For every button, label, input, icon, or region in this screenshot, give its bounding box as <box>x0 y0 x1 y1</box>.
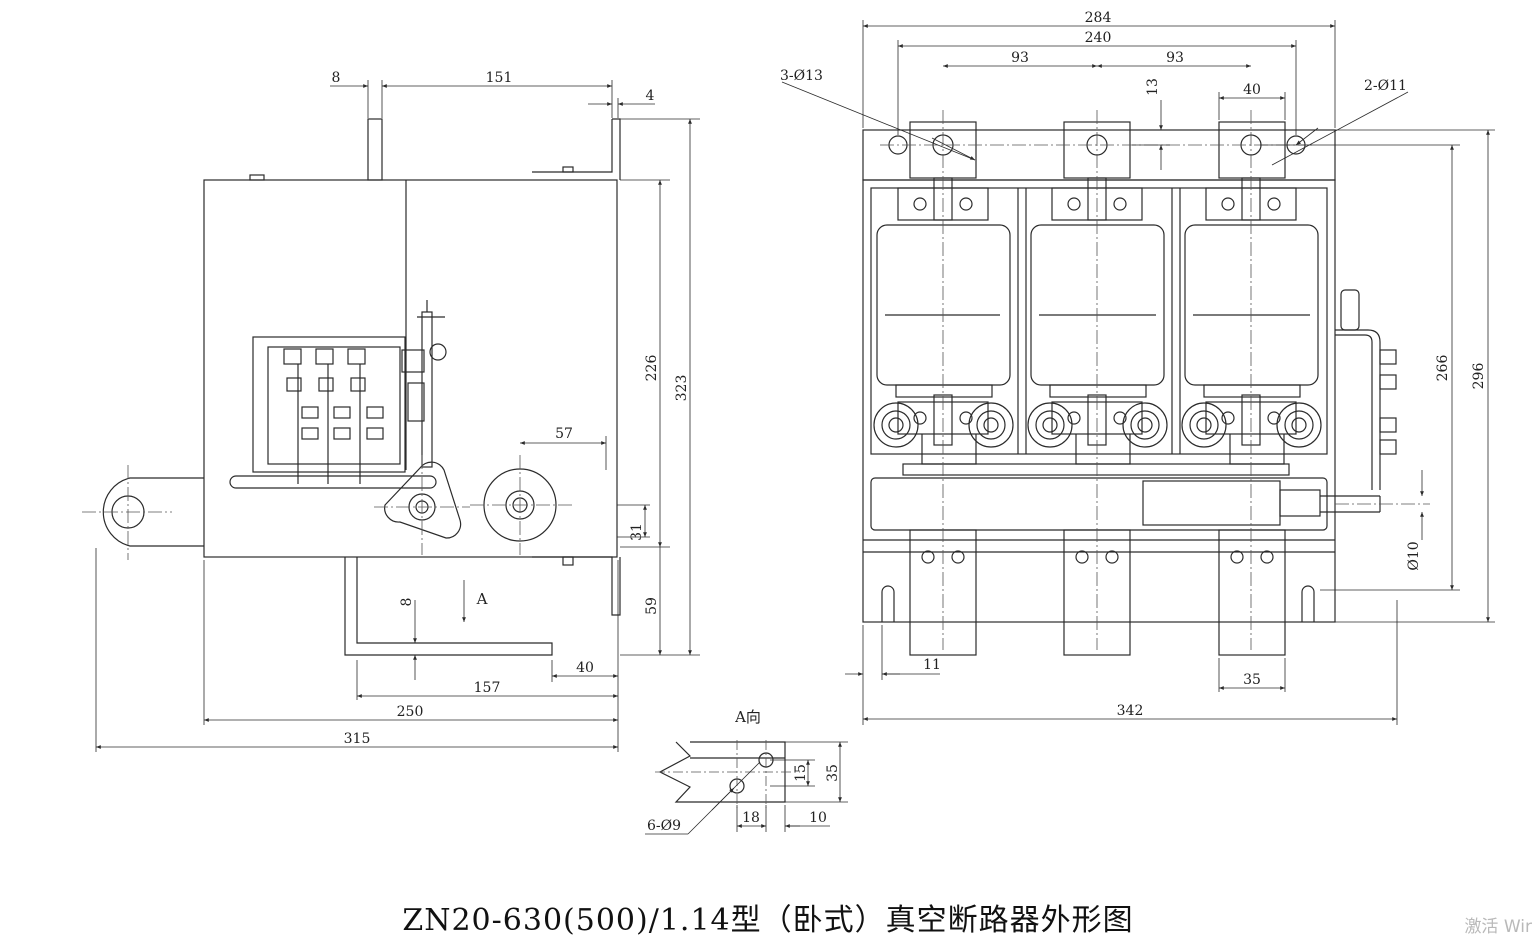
dim-93-right: 93 <box>1166 50 1184 66</box>
a-dim-10: 10 <box>809 810 827 826</box>
dim-296: 296 <box>1471 363 1487 390</box>
dim-8-mid: 8 <box>399 598 415 607</box>
dim-8-top: 8 <box>332 70 341 86</box>
triangle-plate <box>384 461 462 539</box>
dim-250: 250 <box>397 704 424 720</box>
dim-11: 11 <box>923 657 941 673</box>
hole-6-d9: 6-Ø9 <box>647 818 681 834</box>
dim-40-right: 40 <box>1243 82 1261 98</box>
arrow-label-a: A <box>476 590 488 608</box>
front-view <box>862 121 1397 656</box>
interrupter-b <box>1030 224 1165 386</box>
front-frame <box>862 179 1336 623</box>
dim-d10: Ø10 <box>1406 541 1422 570</box>
dimension-labels: 8 151 4 226 323 57 31 59 8 A 40 157 250 … <box>332 10 1487 834</box>
drawing-caption: ZN20-630(500)/1.14型（卧式）真空断路器外形图 <box>402 903 1134 938</box>
hole-2-d11: 2-Ø11 <box>1364 78 1407 94</box>
dim-40-left: 40 <box>576 660 594 676</box>
dim-284: 284 <box>1085 10 1112 26</box>
dim-315: 315 <box>344 731 371 747</box>
dim-323: 323 <box>674 375 690 402</box>
dim-35-front: 35 <box>1243 672 1261 688</box>
hole-3-d13: 3-Ø13 <box>780 68 823 84</box>
dim-240: 240 <box>1085 30 1112 46</box>
side-body <box>203 179 618 558</box>
dim-151: 151 <box>486 70 513 86</box>
interrupter-a <box>876 224 1011 386</box>
dim-93-left: 93 <box>1011 50 1029 66</box>
dim-31: 31 <box>629 523 645 541</box>
dim-59: 59 <box>644 597 660 615</box>
dim-57: 57 <box>555 426 573 442</box>
dim-226: 226 <box>644 355 660 382</box>
aux-switch-block <box>252 336 406 473</box>
dim-266: 266 <box>1435 355 1451 382</box>
a-dim-18: 18 <box>742 810 760 826</box>
dim-4: 4 <box>646 88 655 104</box>
a-dim-15: 15 <box>793 764 809 782</box>
activation-watermark: 激活 Wir <box>1464 917 1532 937</box>
dim-342: 342 <box>1117 703 1144 719</box>
interrupter-c <box>1184 224 1319 386</box>
operating-bar <box>870 477 1328 531</box>
dim-13: 13 <box>1145 78 1161 96</box>
a-dim-35: 35 <box>825 764 841 782</box>
view-label-a: A向 <box>734 708 761 726</box>
side-view <box>102 118 621 656</box>
dim-157: 157 <box>474 680 501 696</box>
